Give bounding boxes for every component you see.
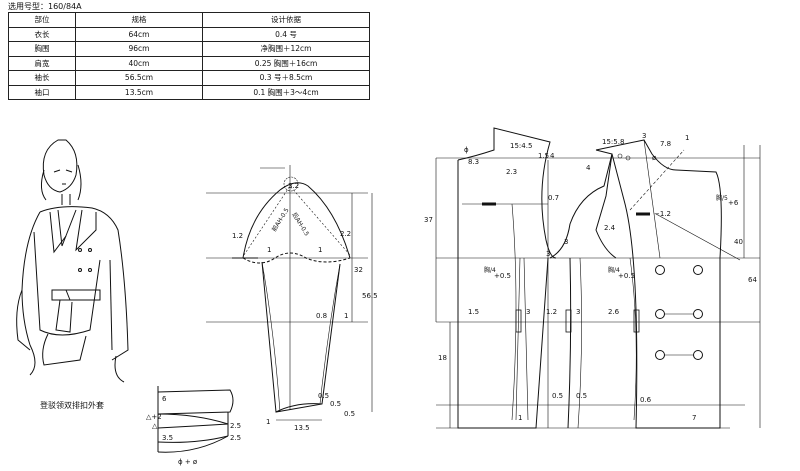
collar-pattern — [157, 386, 234, 453]
bodice-label: 8.3 — [468, 158, 479, 166]
garment-caption: 登驳领双排扣外套 — [40, 401, 104, 410]
collar-label: 3.5 — [162, 434, 173, 442]
table-row: 袖口 13.5cm 0.1 胸围＋3～4cm — [8, 84, 370, 100]
size-label: 选用号型：160/84A — [8, 2, 82, 11]
bodice-label: 1.2 — [546, 308, 557, 316]
sleeve-ah-front: 前AH-0.5 — [270, 206, 291, 233]
collar-label: ϕ + ø — [178, 458, 198, 466]
bodice-label: 3 — [564, 238, 568, 246]
sleeve-label: 1 — [344, 312, 348, 320]
bodice-label: 7 — [692, 414, 696, 422]
bodice-label: 37 — [424, 216, 433, 224]
cell-basis: 0.1 胸围＋3～4cm — [202, 84, 370, 100]
bodice-label: 64 — [748, 276, 757, 284]
bodice-label: +0.5 — [618, 272, 635, 280]
bodice-label: 0.6 — [640, 396, 652, 404]
table-row: 袖长 56.5cm 0.3 号＋8.5cm — [8, 70, 370, 86]
collar-labels: 6 △+2 △ 3.5 2.5 2.5 ϕ + ø — [146, 395, 241, 466]
sleeve-label: 32 — [354, 266, 363, 274]
sleeve-label: 1 — [267, 246, 271, 254]
sleeve-label: 1 — [318, 246, 322, 254]
collar-label: 6 — [162, 395, 167, 403]
bodice-label: 胸/4 — [608, 266, 620, 274]
bodice-label: ø — [652, 154, 657, 162]
bodice-label: 15:4.5 — [510, 142, 532, 150]
sleeve-label: 0.5 — [330, 400, 341, 408]
bodice-label: 7.8 — [660, 140, 671, 148]
collar-label: 2.5 — [230, 434, 241, 442]
bodice-label: 3 — [546, 250, 550, 258]
bodice-label: +0.5 — [494, 272, 511, 280]
bodice-label: 2.4 — [604, 224, 616, 232]
bodice-pattern — [435, 127, 761, 429]
sleeve-pattern — [206, 165, 373, 421]
collar-label: 2.5 — [230, 422, 241, 430]
bodice-label: 0.5 — [576, 392, 587, 400]
bodice-label: +6 — [728, 199, 739, 207]
bodice-label: 2.6 — [608, 308, 620, 316]
collar-label: △ — [152, 422, 158, 430]
bodice-label: 18 — [438, 354, 447, 362]
bodice-label: 3 — [526, 308, 530, 316]
bodice-label: 1.5 — [538, 152, 549, 160]
bodice-label: 1.5 — [468, 308, 479, 316]
sleeve-label: 0.8 — [316, 312, 327, 320]
sleeve-labels: 3.2 前AH-0.5 后AH-0.5 1.2 1 1 2.2 32 56.5 … — [232, 182, 378, 432]
bodice-label: −1.2 — [654, 210, 671, 218]
fashion-sketch — [16, 139, 129, 383]
bodice-label: 0.7 — [548, 194, 559, 202]
bodice-label: 40 — [734, 238, 743, 246]
sleeve-label: 13.5 — [294, 424, 310, 432]
bodice-label: 3 — [642, 132, 646, 140]
sleeve-label: 0.5 — [344, 410, 355, 418]
sleeve-label: 1.2 — [232, 232, 243, 240]
sleeve-ah-back: 后AH-0.5 — [290, 211, 311, 238]
bodice-label: 2.3 — [506, 168, 517, 176]
bodice-label: 1 — [685, 134, 689, 142]
spec-table: 部位 规格 设计依据 衣长 64cm 0.4 号 胸围 96cm 净胸围＋12c… — [8, 12, 370, 100]
bodice-label: 15:5.8 — [602, 138, 624, 146]
bodice-label: 4 — [586, 164, 591, 172]
cell-part: 袖口 — [8, 84, 76, 100]
collar-label: △+2 — [146, 413, 162, 421]
bodice-label: 胸/5 — [716, 194, 728, 202]
sleeve-label: 2.2 — [340, 230, 351, 238]
sleeve-label: 0.5 — [318, 392, 329, 400]
sleeve-label: 1 — [266, 418, 270, 426]
bodice-labels: ϕ 15:4.5 1.5 4 8.3 2.3 0.7 37 15:5.8 3 1… — [424, 132, 757, 422]
bodice-label: 3 — [576, 308, 580, 316]
bodice-label: ϕ — [464, 146, 469, 154]
bodice-label: 胸/4 — [484, 266, 496, 274]
sleeve-label: 56.5 — [362, 292, 378, 300]
bodice-label: 0.5 — [552, 392, 563, 400]
bodice-label: 1 — [518, 414, 522, 422]
bodice-label: 4 — [550, 152, 555, 160]
sleeve-label: 3.2 — [288, 182, 299, 190]
